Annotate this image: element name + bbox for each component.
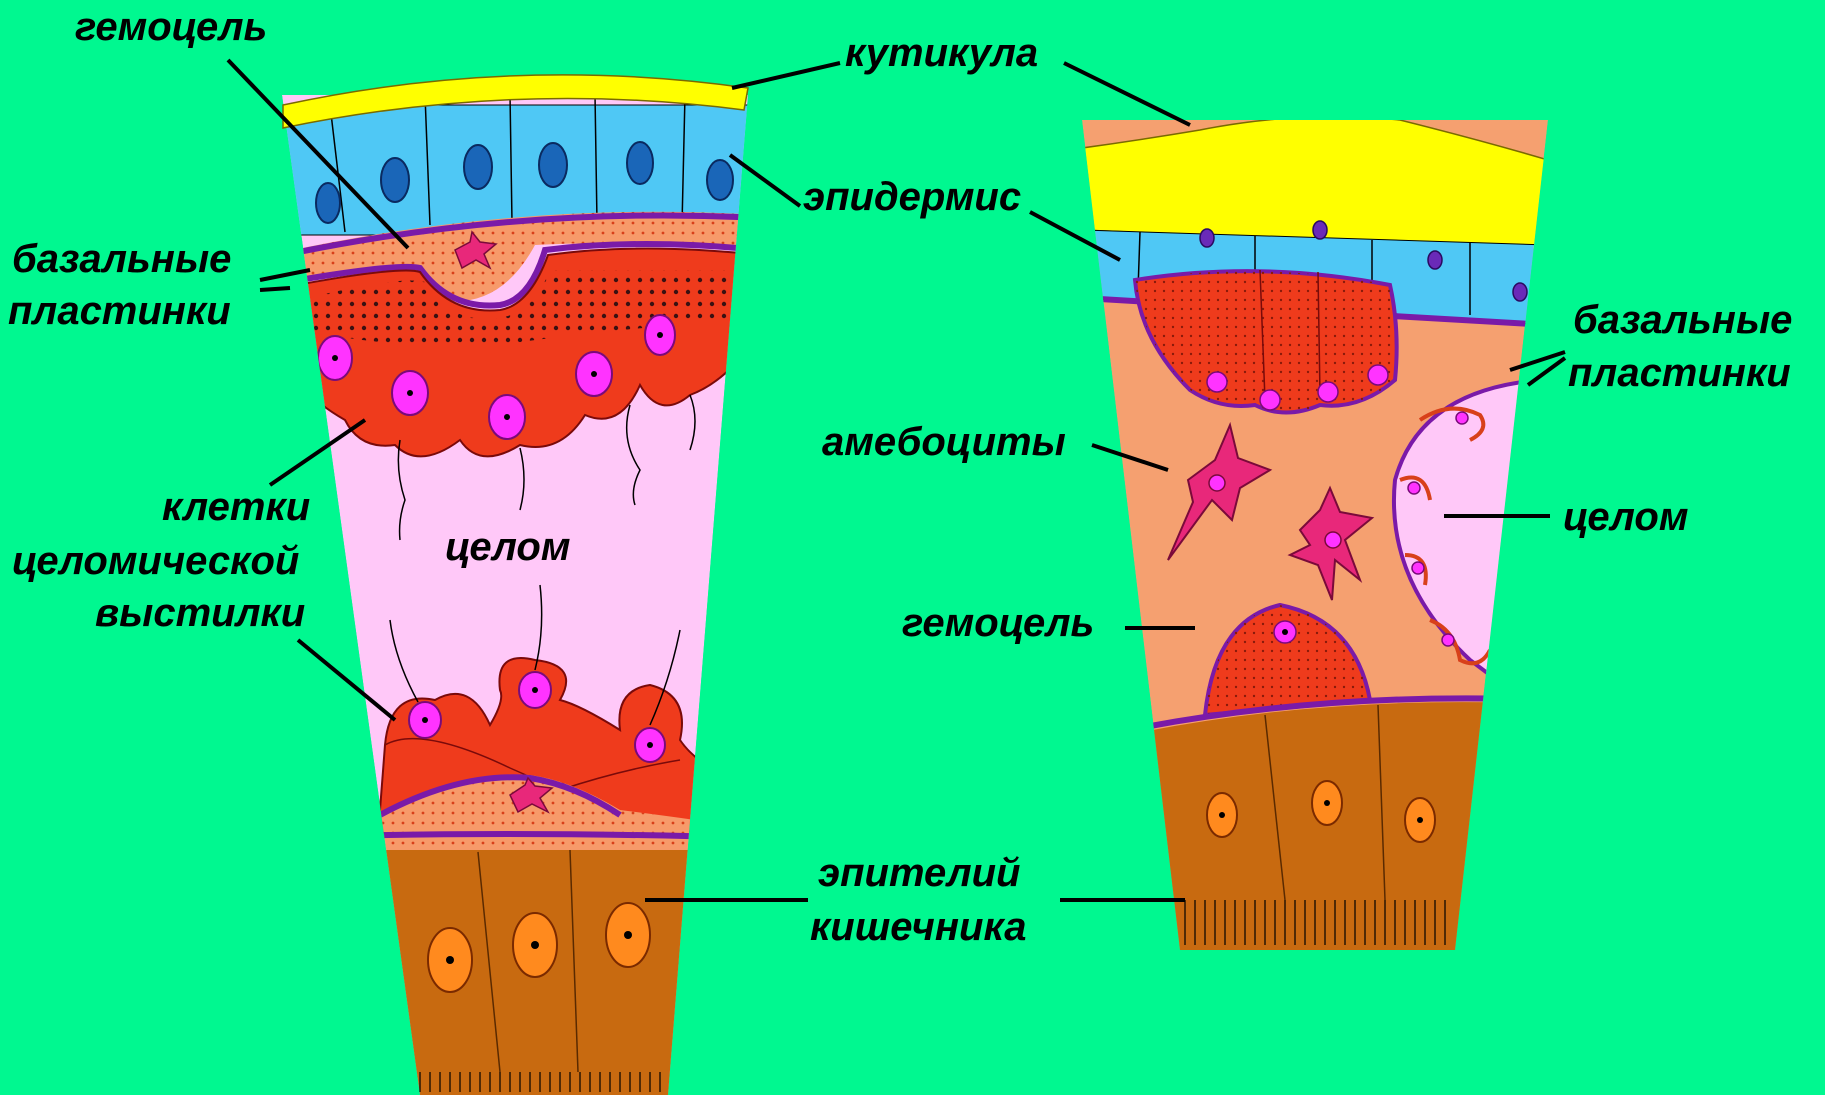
label-gut-epithelium-2: кишечника [810,905,1026,949]
label-left-hemocoel: гемоцель [75,5,267,49]
label-right-coelom: целом [1563,495,1688,539]
label-left-coelom-cells-3: выстилки [95,591,305,635]
label-left-coelom-cells-2: целомической [12,539,299,583]
label-cuticle: кутикула [845,31,1038,75]
left-gut-epithelium [270,850,760,1095]
label-left-basal-laminae-2: пластинки [8,289,231,333]
label-left-basal-laminae-1: базальные [12,237,231,281]
label-right-basal-laminae-1: базальные [1573,298,1792,342]
right-section [1082,117,1548,950]
label-gut-epithelium-1: эпителий [818,851,1020,895]
label-left-coelom-cells-1: клетки [162,485,310,529]
label-left-coelom: целом [445,525,570,569]
label-right-basal-laminae-2: пластинки [1568,351,1791,395]
label-epidermis: эпидермис [803,175,1021,219]
label-amebocytes: амебоциты [822,420,1066,464]
label-right-hemocoel: гемоцель [902,601,1094,645]
left-section [270,75,760,1095]
